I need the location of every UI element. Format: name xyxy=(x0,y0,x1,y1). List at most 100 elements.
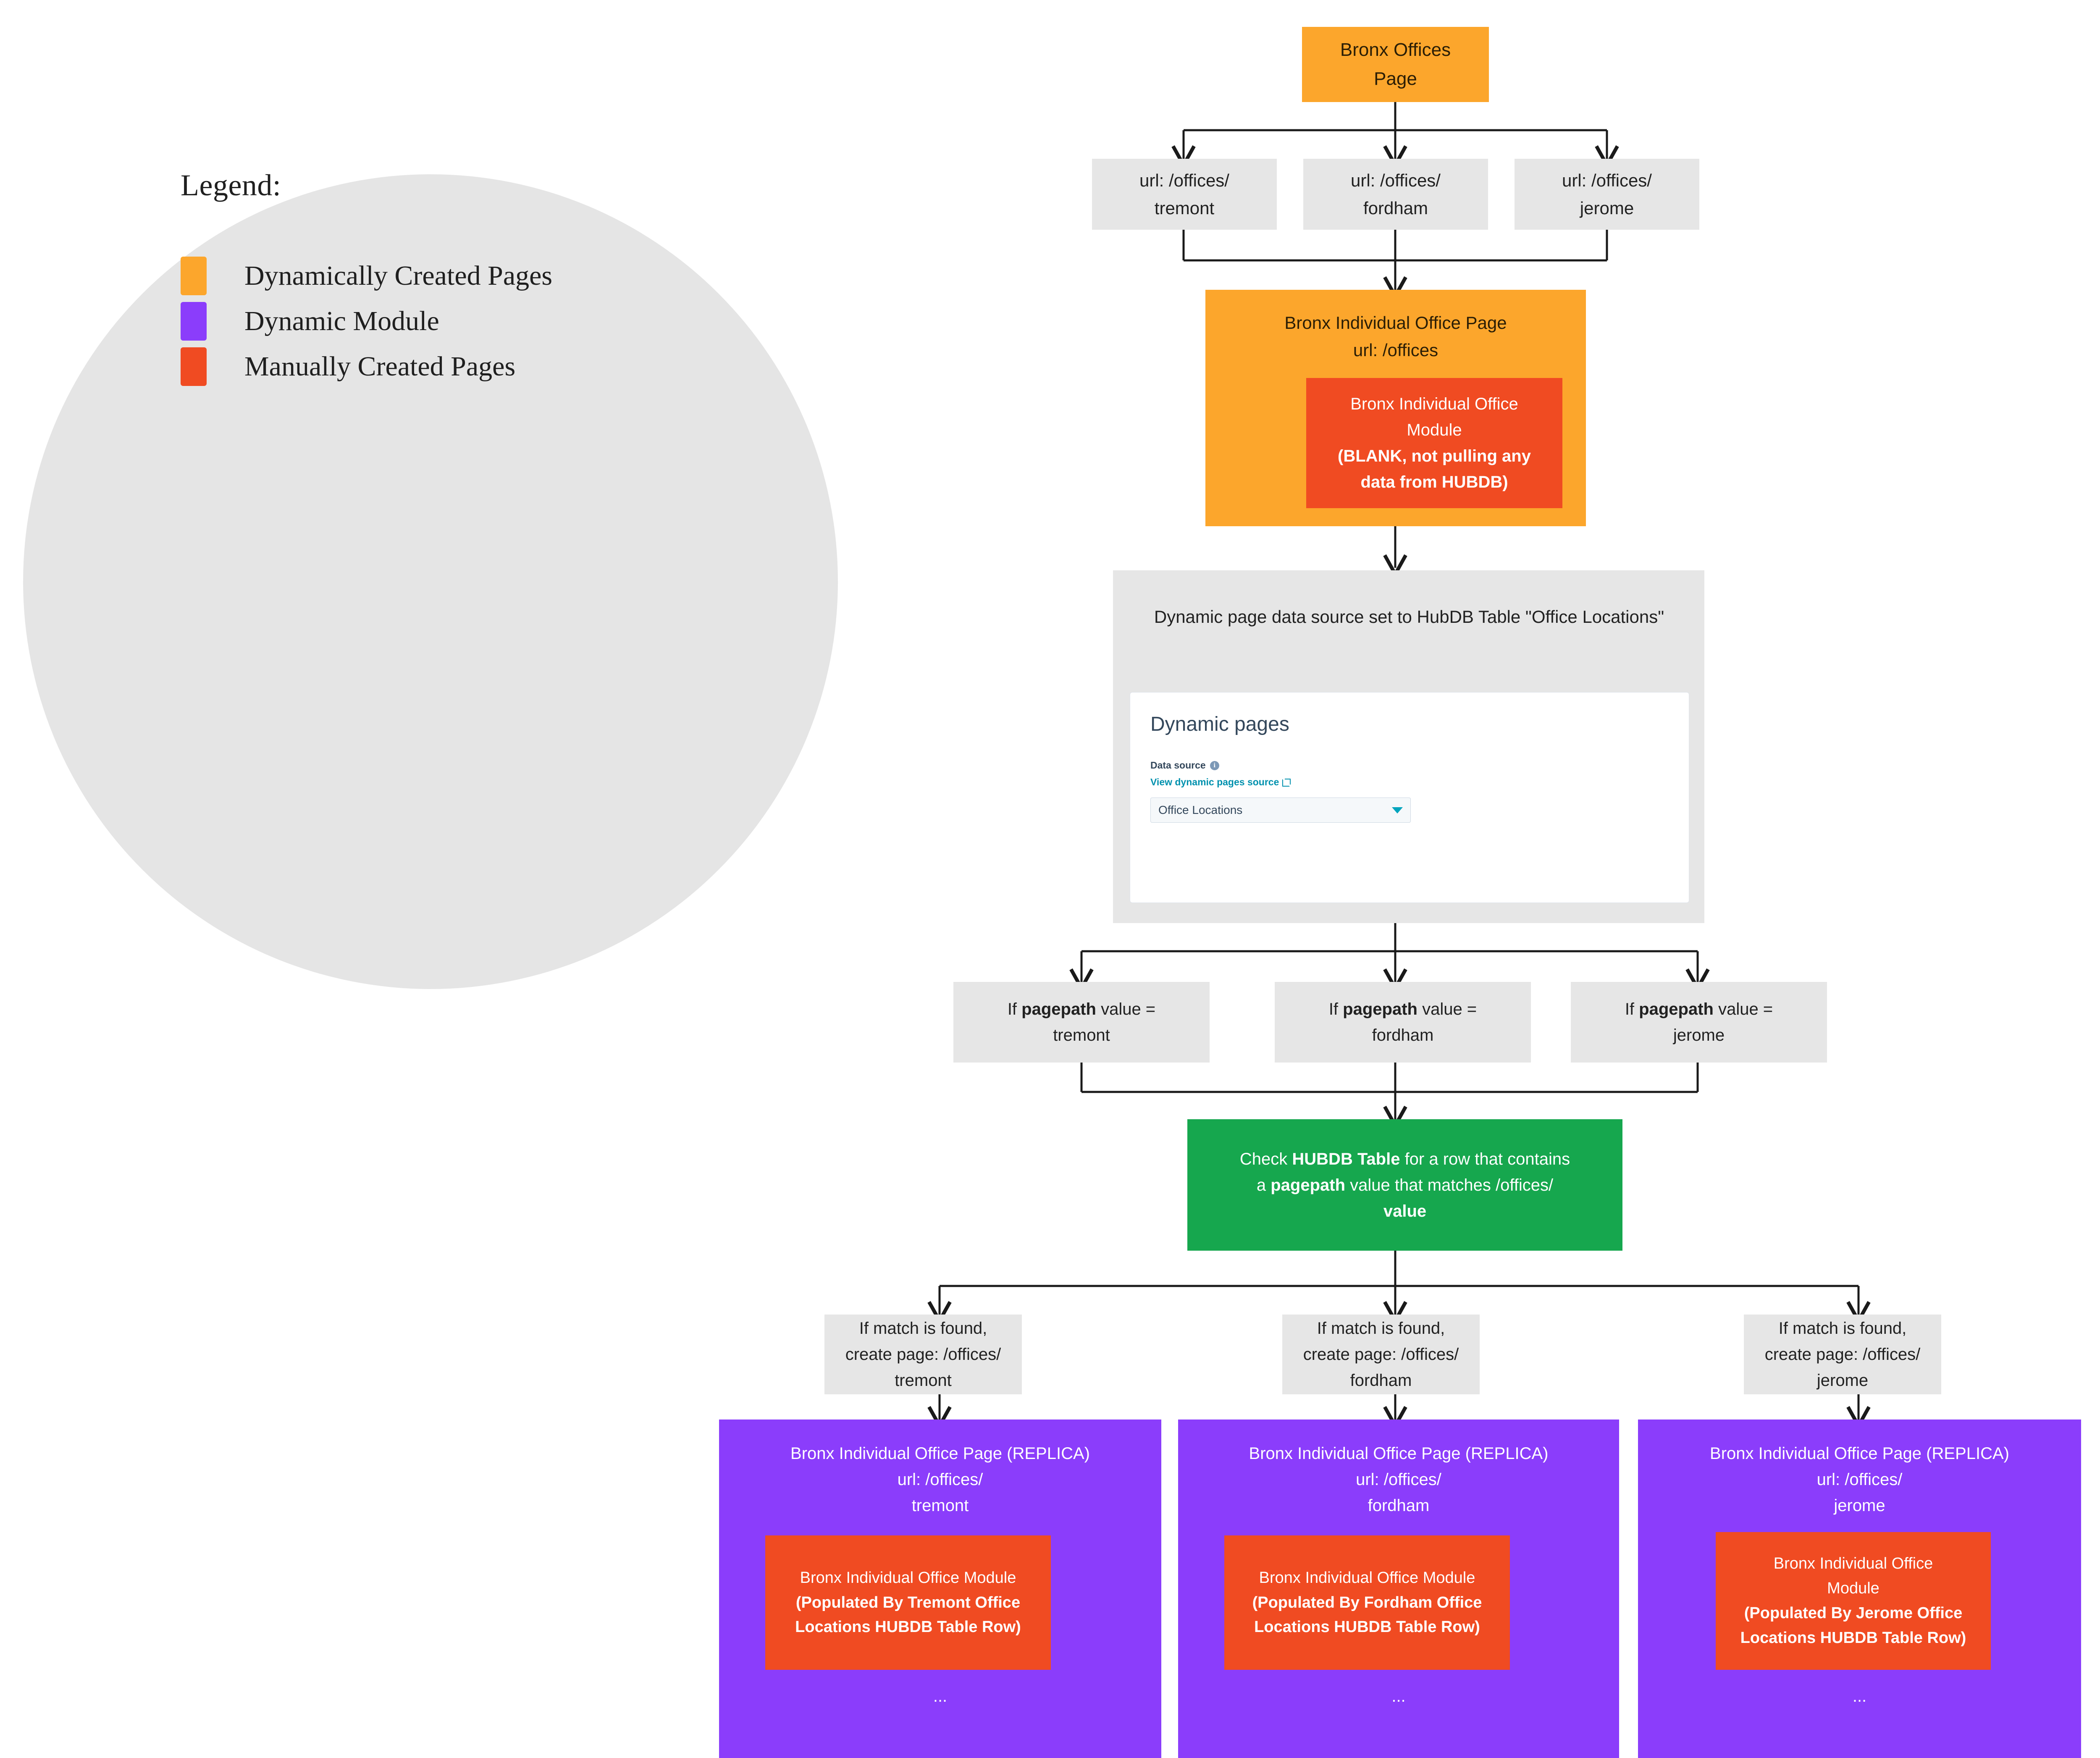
node-line: url: /offices/ xyxy=(1351,171,1441,191)
node-bronx-individual-office-module-blank[interactable]: Bronx Individual Office Module (BLANK, n… xyxy=(1306,378,1562,508)
node-url-fordham[interactable]: url: /offices/ fordham xyxy=(1303,159,1488,230)
node-url-tremont[interactable]: url: /offices/ tremont xyxy=(1092,159,1277,230)
legend-label-dynamically-created-pages: Dynamically Created Pages xyxy=(244,260,553,291)
node-line: url: /offices/ xyxy=(1139,171,1229,191)
node-line: If pagepath value = xyxy=(1275,996,1531,1022)
node-line: Bronx Individual Office Module xyxy=(800,1569,1016,1587)
node-text-bold: pagepath xyxy=(1021,1000,1096,1018)
node-line: Locations HUBDB Table Row) xyxy=(795,1618,1021,1636)
dynamic-pages-title: Dynamic pages xyxy=(1150,713,1289,735)
node-replica-module-fordham[interactable]: Bronx Individual Office Module (Populate… xyxy=(1224,1535,1510,1670)
node-line: create page: /offices/ xyxy=(845,1345,1001,1364)
dynamic-pages-card: Dynamic pages Data source i View dynamic… xyxy=(1130,692,1689,903)
node-line: If pagepath value = xyxy=(1571,996,1827,1022)
data-source-label: Data source xyxy=(1150,760,1206,771)
node-bronx-individual-office-page[interactable]: Bronx Individual Office Page url: /offic… xyxy=(1205,290,1586,526)
node-line: Bronx Offices xyxy=(1340,39,1451,60)
node-text: for a row that contains xyxy=(1400,1149,1570,1168)
legend-item-manually-created-pages: Manually Created Pages xyxy=(181,344,769,389)
node-line: (BLANK, not pulling any xyxy=(1338,447,1531,465)
external-link-icon xyxy=(1282,778,1291,787)
node-match-tremont[interactable]: If match is found, create page: /offices… xyxy=(824,1315,1022,1394)
node-url-jerome[interactable]: url: /offices/ jerome xyxy=(1515,159,1699,230)
node-text-bold: HUBDB Table xyxy=(1292,1149,1400,1168)
node-pagepath-tremont[interactable]: If pagepath value = tremont xyxy=(953,982,1210,1063)
node-line: Bronx Individual Office Page (REPLICA) xyxy=(1710,1444,2009,1463)
node-line: Check HUBDB Table for a row that contain… xyxy=(1187,1146,1622,1172)
node-line: url: /offices/ xyxy=(1562,171,1652,191)
node-replica-page-fordham[interactable]: Bronx Individual Office Page (REPLICA) u… xyxy=(1178,1420,1619,1758)
node-line: Bronx Individual Office Module xyxy=(1259,1569,1475,1587)
node-line: value xyxy=(1383,1202,1427,1220)
node-replica-page-jerome[interactable]: Bronx Individual Office Page (REPLICA) u… xyxy=(1638,1420,2081,1758)
hubdb-caption: Dynamic page data source set to HubDB Ta… xyxy=(1138,603,1680,630)
node-line: (Populated By Tremont Office xyxy=(795,1593,1021,1611)
node-line: (Populated By Fordham Office xyxy=(1252,1593,1482,1611)
node-line: url: /offices/ xyxy=(1356,1470,1441,1489)
node-line: If pagepath value = xyxy=(953,996,1210,1022)
node-line: create page: /offices/ xyxy=(1303,1345,1459,1364)
view-dynamic-pages-source-label: View dynamic pages source xyxy=(1150,777,1279,787)
node-line: a pagepath value that matches /offices/ xyxy=(1187,1172,1622,1198)
node-line: tremont xyxy=(895,1371,952,1390)
node-line: Bronx Individual Office Page xyxy=(1284,313,1507,333)
legend-swatch-red xyxy=(181,347,207,386)
node-line: jerome xyxy=(1580,198,1634,218)
node-bronx-offices-page[interactable]: Bronx Offices Page xyxy=(1302,27,1489,102)
node-text: value = xyxy=(1417,1000,1477,1018)
node-match-jerome[interactable]: If match is found, create page: /offices… xyxy=(1744,1315,1941,1394)
node-line: url: /offices xyxy=(1353,340,1438,360)
node-line: Module xyxy=(1407,421,1462,439)
hubdb-caption-line2: Locations" xyxy=(1582,607,1664,627)
legend-item-dynamic-module: Dynamic Module xyxy=(181,299,769,344)
node-pagepath-jerome[interactable]: If pagepath value = jerome xyxy=(1571,982,1827,1063)
node-line: url: /offices/ xyxy=(1816,1470,1903,1489)
legend-label-dynamic-module: Dynamic Module xyxy=(244,306,439,336)
node-line: create page: /offices/ xyxy=(1764,1345,1921,1364)
node-check-hubdb-table[interactable]: Check HUBDB Table for a row that contain… xyxy=(1187,1119,1622,1251)
node-ellipsis: ... xyxy=(933,1687,948,1706)
node-replica-page-tremont[interactable]: Bronx Individual Office Page (REPLICA) u… xyxy=(719,1420,1161,1758)
info-icon[interactable]: i xyxy=(1210,761,1219,770)
data-source-select[interactable]: Office Locations xyxy=(1150,798,1411,823)
node-line: tremont xyxy=(911,1496,969,1515)
hubdb-caption-line1: Dynamic page data source set to HubDB Ta… xyxy=(1154,607,1578,627)
node-text: If xyxy=(1625,1000,1639,1018)
node-text: If xyxy=(1328,1000,1343,1018)
chevron-down-icon xyxy=(1392,807,1403,813)
legend-swatch-purple xyxy=(181,302,207,341)
node-line: jerome xyxy=(1673,1026,1725,1044)
node-line: Bronx Individual Office xyxy=(1350,395,1518,413)
node-line: Bronx Individual Office Page (REPLICA) xyxy=(1249,1444,1549,1463)
node-line: (Populated By Jerome Office xyxy=(1744,1604,1963,1622)
node-line: Module xyxy=(1827,1580,1880,1598)
node-line: If match is found, xyxy=(1317,1319,1445,1338)
node-text: Check xyxy=(1239,1149,1292,1168)
node-line: If match is found, xyxy=(1778,1319,1907,1338)
node-line: url: /offices/ xyxy=(897,1470,983,1489)
node-match-fordham[interactable]: If match is found, create page: /offices… xyxy=(1282,1315,1480,1394)
node-pagepath-fordham[interactable]: If pagepath value = fordham xyxy=(1275,982,1531,1063)
node-line: tremont xyxy=(1154,198,1215,218)
view-dynamic-pages-source-link[interactable]: View dynamic pages source xyxy=(1150,777,1291,788)
legend-title: Legend: xyxy=(181,168,281,202)
node-replica-module-jerome[interactable]: Bronx Individual Office Module (Populate… xyxy=(1716,1532,1991,1670)
node-line: jerome xyxy=(1834,1496,1885,1515)
node-line: fordham xyxy=(1368,1496,1430,1515)
node-line: Bronx Individual Office Page (REPLICA) xyxy=(790,1444,1090,1463)
legend-label-manually-created-pages: Manually Created Pages xyxy=(244,351,516,382)
node-replica-module-tremont[interactable]: Bronx Individual Office Module (Populate… xyxy=(765,1535,1051,1670)
hubdb-datasource-panel: Dynamic page data source set to HubDB Ta… xyxy=(1113,570,1704,923)
node-line: jerome xyxy=(1816,1371,1869,1390)
node-line: fordham xyxy=(1350,1371,1412,1390)
legend-circle xyxy=(23,174,838,989)
node-text: If xyxy=(1007,1000,1022,1018)
legend-swatch-orange xyxy=(181,257,207,295)
data-source-label-group: Data source i xyxy=(1150,760,1219,771)
node-text: value that matches /offices/ xyxy=(1345,1175,1554,1194)
legend-item-dynamically-created-pages: Dynamically Created Pages xyxy=(181,253,769,299)
node-text: value = xyxy=(1096,1000,1156,1018)
node-line: fordham xyxy=(1363,198,1428,218)
legend: Legend: Dynamically Created Pages Dynami… xyxy=(181,168,769,389)
